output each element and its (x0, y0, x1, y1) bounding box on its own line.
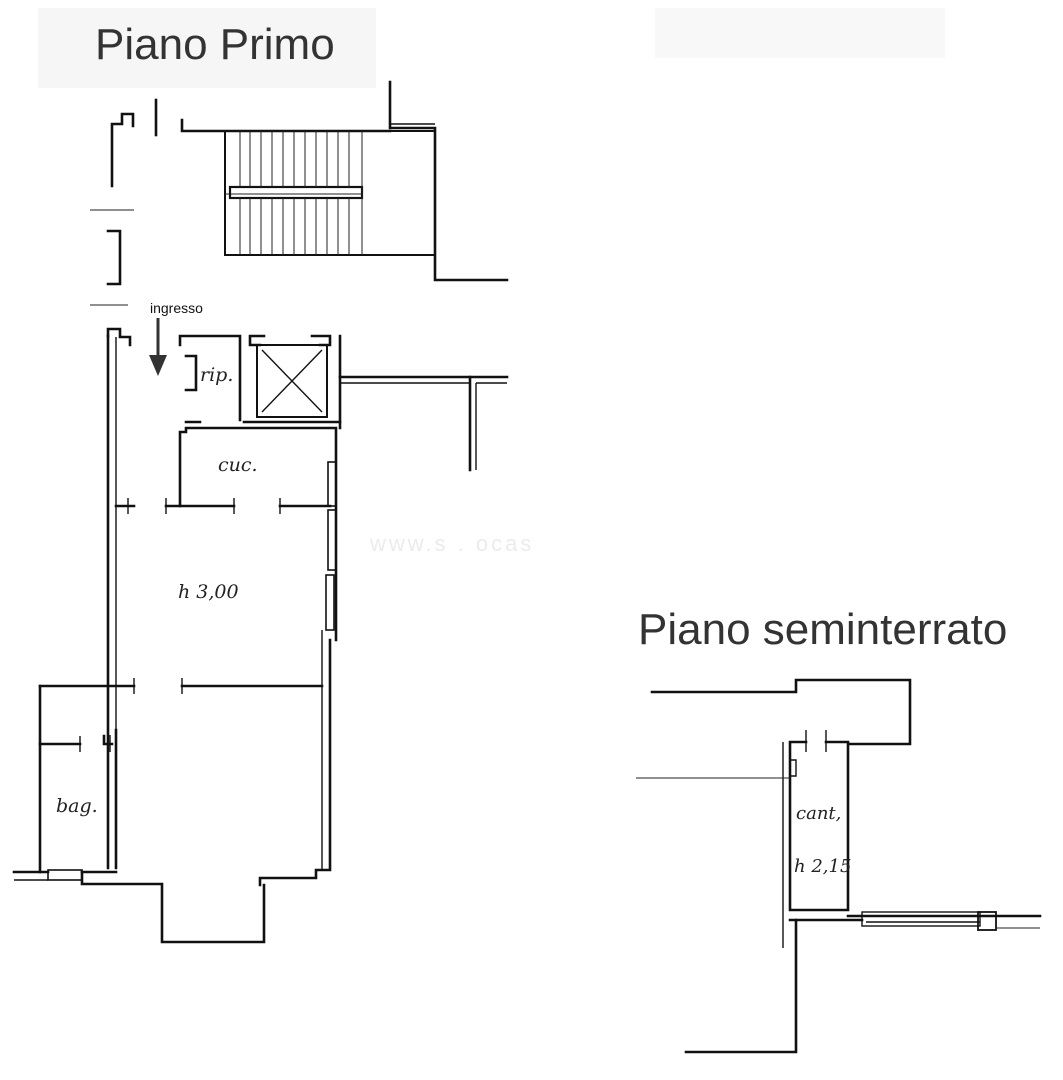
entrance-arrow-icon (149, 318, 167, 376)
staircase (224, 130, 436, 256)
basement-title: Piano seminterrato (638, 605, 1007, 654)
basement-plan: cant, h 2,15 (636, 678, 1042, 1054)
shaft (256, 344, 328, 418)
bathroom-label: bag. (56, 795, 98, 817)
scan-smudge (38, 8, 376, 88)
kitchen-label: cuc. (218, 454, 258, 476)
cellar-height: h 2,15 (794, 856, 851, 877)
window (47, 869, 83, 881)
first-floor-title: Piano Primo (95, 20, 335, 69)
first-floor-plan: ingresso rip. cuc. (12, 80, 509, 944)
stair-treads (239, 131, 350, 255)
cellar-label: cant, (796, 803, 841, 824)
scan-smudge (655, 8, 945, 58)
entrance-label: ingresso (150, 300, 203, 316)
living-room-height: h 3,00 (178, 581, 239, 603)
storage-label: rip. (200, 364, 233, 386)
watermark: www.s . ocas (369, 531, 534, 556)
